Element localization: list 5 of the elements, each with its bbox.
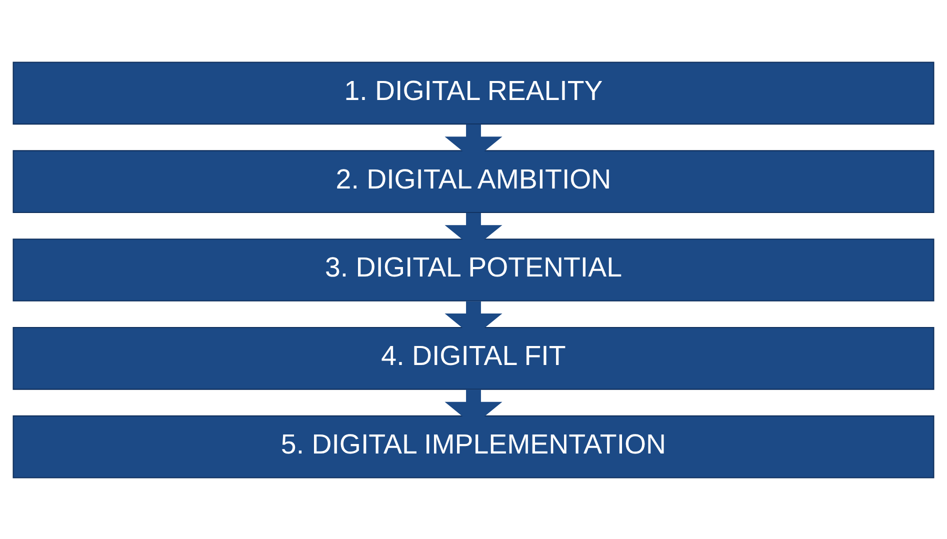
node-box: 5. DIGITAL IMPLEMENTATION [12,414,934,478]
node-box: 4. DIGITAL FIT [12,326,934,390]
node-box: 3. DIGITAL POTENTIAL [12,238,934,301]
node-box: 1. DIGITAL REALITY [12,61,934,124]
node-box: 2. DIGITAL AMBITION [12,150,934,212]
